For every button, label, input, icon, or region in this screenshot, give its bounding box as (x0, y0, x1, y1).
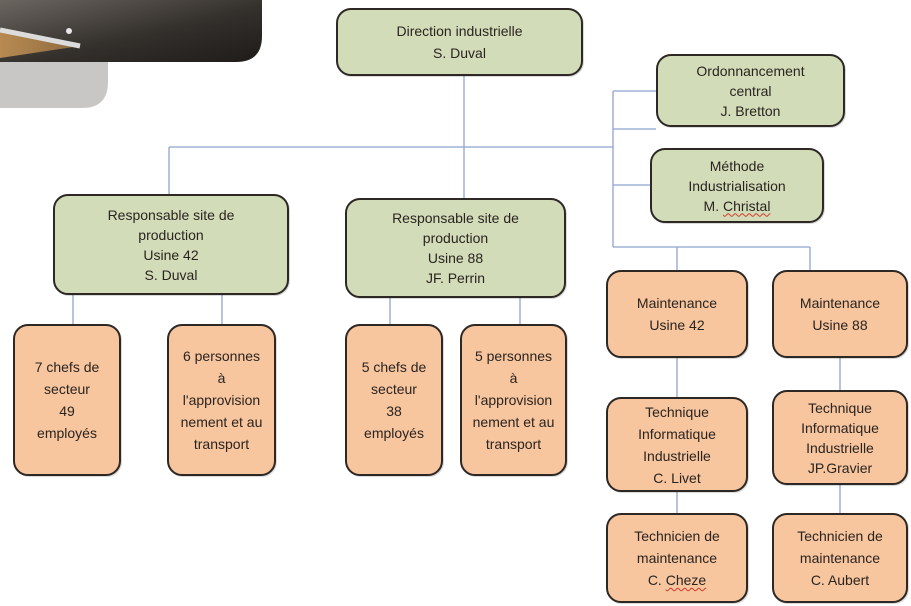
methode-line1: Méthode (709, 157, 765, 174)
site42-line3: Usine 42 (143, 246, 199, 263)
chefs88-line3: 38 (386, 403, 402, 419)
appro88-line5: transport (485, 436, 542, 452)
tech88-box: Technique Informatique Industrielle JP.G… (772, 390, 908, 485)
tech88-line3: Industrielle (806, 439, 874, 456)
technicien88-name: C. Aubert (810, 572, 870, 588)
chefs42-line4: employés (37, 425, 97, 441)
tech42-line2: Informatique (638, 425, 716, 442)
site88-name: JF. Perrin (425, 270, 486, 286)
technicien42-line2: maintenance (636, 550, 718, 566)
maint42-box: Maintenance Usine 42 (606, 270, 748, 358)
direction-title: Direction industrielle (396, 23, 523, 39)
appro88-line2: à (509, 370, 518, 386)
direction-box: Direction industrielle S. Duval (336, 8, 583, 76)
chefs88-line2: secteur (371, 381, 417, 397)
technicien42-box: Technicien de maintenance C. Cheze (606, 513, 748, 603)
appro88-line3: l'approvision (474, 392, 553, 408)
methode-line2: Industrialisation (688, 177, 786, 194)
technicien88-box: Technicien de maintenance C. Aubert (772, 513, 908, 603)
appro42-line3: l'approvision (182, 392, 261, 408)
ordonnancement-box: Ordonnancement central J. Bretton (656, 54, 845, 127)
technicien88-line1: Technicien de (797, 528, 883, 544)
tech42-box: Technique Informatique Industrielle C. L… (606, 397, 748, 492)
appro88-box: 5 personnes à l'approvision nement et au… (460, 324, 567, 476)
tech42-line3: Industrielle (643, 447, 711, 464)
site42-line2: production (138, 226, 204, 243)
ordonnancement-line2: central (729, 82, 772, 99)
methode-box: Méthode Industrialisation M. Christal (650, 148, 824, 223)
chefs88-line4: employés (364, 425, 424, 441)
technicien88-line2: maintenance (799, 550, 881, 566)
ordonnancement-line1: Ordonnancement (696, 62, 805, 79)
chefs88-line1: 5 chefs de (361, 359, 427, 375)
maint88-line2: Usine 88 (812, 317, 868, 333)
tech88-line1: Technique (808, 399, 872, 416)
chefs42-line3: 49 (59, 403, 75, 419)
maint42-line1: Maintenance (636, 295, 718, 311)
methode-name-main: Christal (722, 197, 771, 214)
appro42-line1: 6 personnes (182, 348, 261, 364)
chefs42-box: 7 chefs de secteur 49 employés (13, 324, 121, 476)
appro42-box: 6 personnes à l'approvision nement et au… (167, 324, 276, 476)
site88-box: Responsable site de production Usine 88 … (345, 198, 566, 298)
tech42-name: C. Livet (653, 469, 701, 486)
site42-name: S. Duval (144, 266, 198, 283)
appro88-line1: 5 personnes (474, 348, 553, 364)
tech88-name: JP.Gravier (807, 459, 873, 476)
appro42-line2: à (217, 370, 226, 386)
technicien42-name-main: Cheze (665, 572, 707, 588)
tech88-line2: Informatique (801, 419, 879, 436)
appro42-line4: nement et au (180, 414, 263, 430)
appro88-line4: nement et au (472, 414, 555, 430)
site42-box: Responsable site de production Usine 42 … (53, 194, 289, 295)
ordonnancement-name: J. Bretton (720, 102, 781, 119)
appro42-line5: transport (193, 436, 250, 452)
corner-photo-fragment (0, 0, 262, 108)
chefs88-box: 5 chefs de secteur 38 employés (345, 324, 443, 476)
methode-name-prefix: M. (703, 197, 723, 214)
site88-line2: production (422, 230, 489, 246)
maint42-line2: Usine 42 (649, 317, 705, 333)
direction-name: S. Duval (433, 45, 486, 61)
chefs42-line2: secteur (44, 381, 90, 397)
site88-line1: Responsable site de (392, 210, 519, 226)
site88-line3: Usine 88 (427, 250, 484, 266)
methode-name: M. Christal (704, 196, 771, 216)
maint88-line1: Maintenance (799, 295, 881, 311)
technicien42-line1: Technicien de (634, 528, 720, 544)
technicien42-name: C. Cheze (648, 569, 706, 591)
maint88-box: Maintenance Usine 88 (772, 270, 908, 358)
technicien42-name-prefix: C. (647, 572, 666, 588)
tech42-line1: Technique (645, 403, 709, 420)
chefs42-line1: 7 chefs de (34, 359, 100, 375)
site42-line1: Responsable site de (107, 206, 235, 223)
